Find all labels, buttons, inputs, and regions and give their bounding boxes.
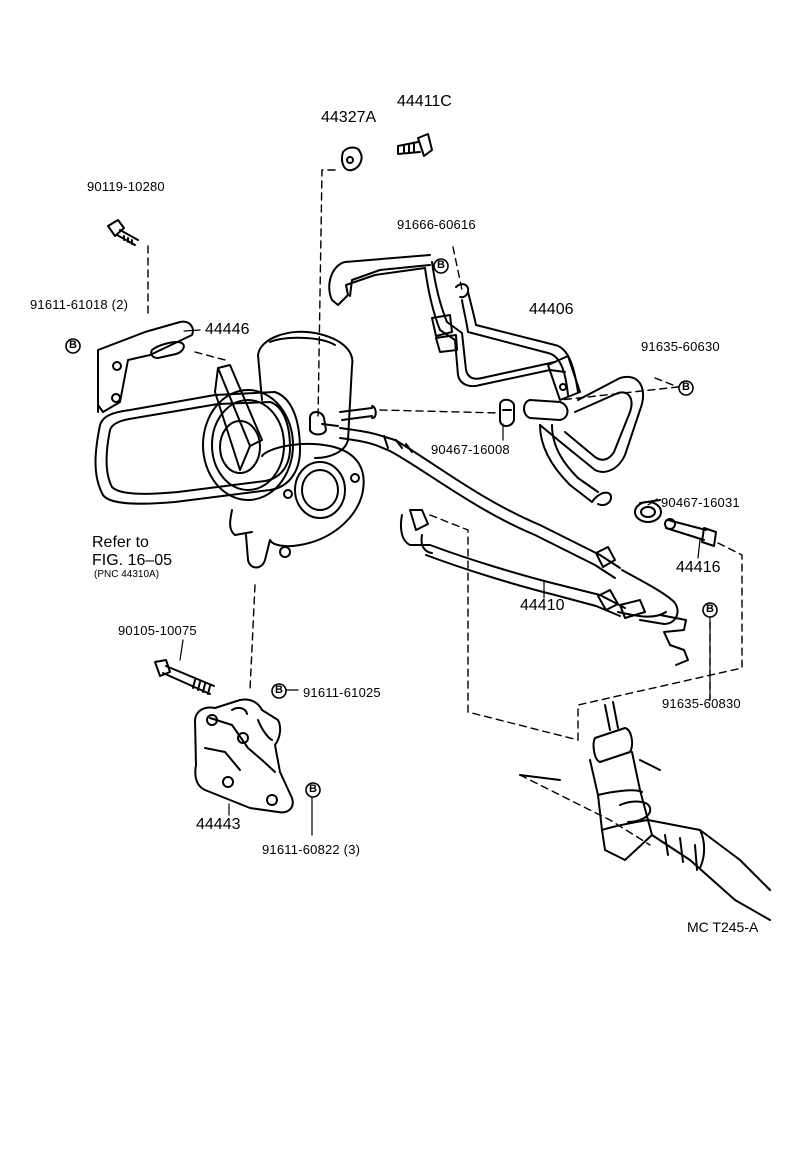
tube-44406: [328, 254, 581, 401]
b-marker-label: B: [309, 783, 317, 795]
part-label-44443: 44443: [196, 816, 241, 833]
steering-gear: [519, 701, 771, 921]
part-label-44410: 44410: [520, 597, 565, 614]
part-label-90467-16008: 90467-16008: [431, 442, 510, 457]
reference-note-line2: FIG. 16–05: [92, 552, 173, 569]
part-label-91635-60630: 91635-60630: [641, 339, 720, 354]
bolt-90119-10280: [107, 219, 139, 246]
part-label-90119-10280: 90119-10280: [87, 179, 165, 194]
b-marker-label: B: [437, 259, 445, 271]
clamp-90467-16031: [634, 499, 662, 523]
part-label-44327a: 44327A: [321, 109, 377, 126]
part-label-91611-61018: 91611-61018 (2): [30, 297, 129, 312]
b-marker-label: B: [682, 381, 690, 393]
b-marker-icon: [678, 380, 694, 396]
part-label-44416: 44416: [676, 559, 721, 576]
b-marker-icon: [305, 782, 321, 798]
b-marker-label: B: [275, 684, 283, 696]
pump-body: [229, 442, 365, 569]
part-label-44446: 44446: [205, 321, 250, 338]
bracket-44446: [97, 320, 194, 413]
adjusting-bracket: [214, 364, 263, 471]
part-label-91611-60822: 91611-60822 (3): [262, 842, 361, 857]
b-marker-icon: [433, 258, 449, 274]
pump-outlet-fitting: [309, 411, 339, 436]
solid-leaders: [179, 329, 711, 836]
union-bolt-44416: [664, 518, 717, 547]
hose-44410: [339, 427, 689, 666]
part-label-90467-16031: 90467-16031: [661, 495, 740, 510]
reference-note-line3: (PNC 44310A): [94, 569, 160, 580]
dashed-leaders: [147, 169, 743, 846]
bolt-44411c: [397, 133, 433, 157]
drive-belt: [94, 391, 301, 505]
bracket-44443: [194, 698, 294, 814]
reference-note-line1: Refer to: [92, 534, 149, 551]
bolt-90105-10075: [154, 659, 215, 695]
b-marker-label: B: [69, 339, 77, 351]
b-marker-icon: [65, 338, 81, 354]
part-label-44411c: 44411C: [397, 93, 452, 110]
part-label-90105-10075: 90105-10075: [118, 623, 197, 638]
b-marker-icon: [271, 683, 287, 699]
part-label-91635-60830: 91635-60830: [662, 696, 741, 711]
part-label-91666-60616: 91666-60616: [397, 217, 476, 232]
part-label-91611-61025: 91611-61025: [303, 685, 381, 700]
return-hose: [523, 375, 645, 506]
diagram-code: MC T245-A: [687, 919, 759, 935]
b-marker-label: B: [706, 603, 714, 615]
part-label-44406: 44406: [529, 301, 574, 318]
b-markers: [65, 258, 718, 798]
clamp-90467-16008: [499, 398, 515, 427]
b-marker-icon: [702, 602, 718, 618]
pump-reservoir: [257, 330, 377, 459]
clip-44327a: [341, 146, 363, 172]
